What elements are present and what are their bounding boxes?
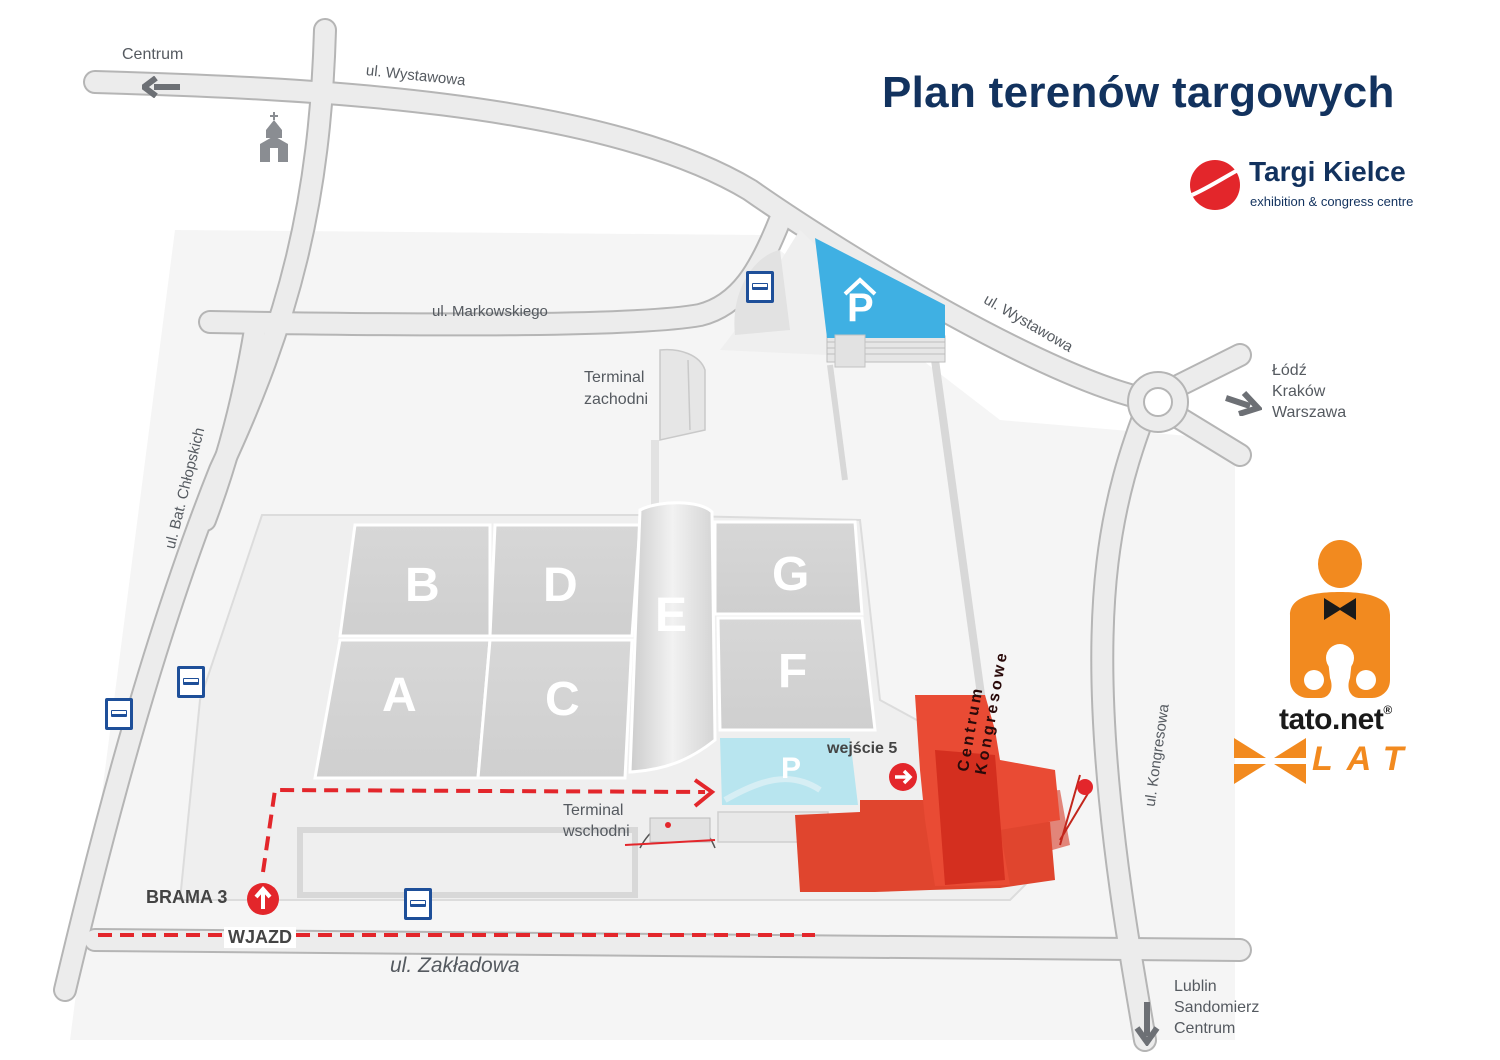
roundabout bbox=[1127, 371, 1189, 433]
hall-e-label: E bbox=[655, 589, 688, 642]
partner-name-text: tato.net bbox=[1279, 703, 1384, 736]
street-markowskiego: ul. Markowskiego bbox=[432, 303, 548, 320]
tato-net-figure-icon bbox=[1290, 540, 1390, 698]
arrow-left-icon bbox=[142, 76, 180, 98]
entry-label: WJAZD bbox=[224, 927, 296, 948]
direction-west-label: Centrum bbox=[122, 46, 184, 63]
brand-subtitle: exhibition & congress centre bbox=[1250, 194, 1414, 209]
hall-d-label: D bbox=[543, 559, 578, 612]
hall-f-label: F bbox=[778, 645, 808, 698]
hall-g-label: G bbox=[772, 548, 810, 601]
direction-south-label-1: Lublin bbox=[1174, 978, 1217, 995]
church-icon bbox=[260, 112, 288, 162]
parking-garage-icon: P bbox=[842, 276, 878, 332]
parking-lot bbox=[720, 738, 858, 805]
partner-name: tato.net® bbox=[1279, 703, 1392, 737]
direction-south-label-3: Centrum bbox=[1174, 1020, 1236, 1037]
hall-f-shape bbox=[716, 616, 877, 732]
hall-b-label: B bbox=[405, 559, 440, 612]
street-zakladowa: ul. Zakładowa bbox=[390, 954, 520, 977]
arrow-up-icon bbox=[247, 883, 279, 915]
terminal-east-label-2: wschodni bbox=[563, 823, 630, 840]
congress-centre-building bbox=[795, 695, 1093, 892]
access-route bbox=[98, 787, 815, 937]
gate-label: BRAMA 3 bbox=[146, 887, 228, 907]
roads bbox=[53, 18, 1252, 1052]
parking-lot-label: P bbox=[781, 752, 802, 785]
bus-stop-icon bbox=[746, 271, 774, 303]
brand-name: Targi Kielce bbox=[1249, 156, 1406, 187]
hall-c-label: C bbox=[545, 673, 580, 726]
exhibition-halls bbox=[313, 501, 877, 780]
page-title: Plan terenów targowych bbox=[882, 68, 1395, 117]
entrance-arrow-icon bbox=[889, 763, 917, 791]
x-anniversary-icon bbox=[1234, 738, 1306, 784]
bus-stop-icon bbox=[177, 666, 205, 698]
terminal-east-label-1: Terminal bbox=[563, 802, 624, 819]
hall-d-shape bbox=[488, 523, 642, 638]
bus-stop-icon bbox=[105, 698, 133, 730]
hall-a-label: A bbox=[382, 669, 417, 722]
partner-anniversary: LAT bbox=[1312, 740, 1418, 778]
direction-east-label-1: Łódź bbox=[1272, 362, 1307, 379]
bus-stop-icon bbox=[404, 888, 432, 920]
parking-garage bbox=[815, 238, 946, 368]
route-arrowhead bbox=[693, 778, 716, 808]
hall-g-shape bbox=[713, 520, 864, 616]
registered-mark: ® bbox=[1383, 703, 1392, 717]
hall-c-shape bbox=[476, 638, 634, 780]
parking-garage-label: P bbox=[847, 286, 874, 330]
arrow-down-icon bbox=[1134, 1002, 1160, 1046]
terminal-west-label-1: Terminal bbox=[584, 369, 645, 386]
arrow-right-icon bbox=[1225, 390, 1262, 416]
terminal-west-building bbox=[659, 348, 706, 441]
terminal-west-label-2: zachodni bbox=[584, 391, 649, 408]
direction-east-label-2: Kraków bbox=[1272, 383, 1326, 400]
entrance-label: wejście 5 bbox=[827, 740, 898, 757]
hall-e-shape bbox=[628, 501, 717, 774]
targi-kielce-logo-icon bbox=[1190, 160, 1240, 210]
direction-east-label-3: Warszawa bbox=[1272, 404, 1347, 421]
direction-south-label-2: Sandomierz bbox=[1174, 999, 1260, 1016]
